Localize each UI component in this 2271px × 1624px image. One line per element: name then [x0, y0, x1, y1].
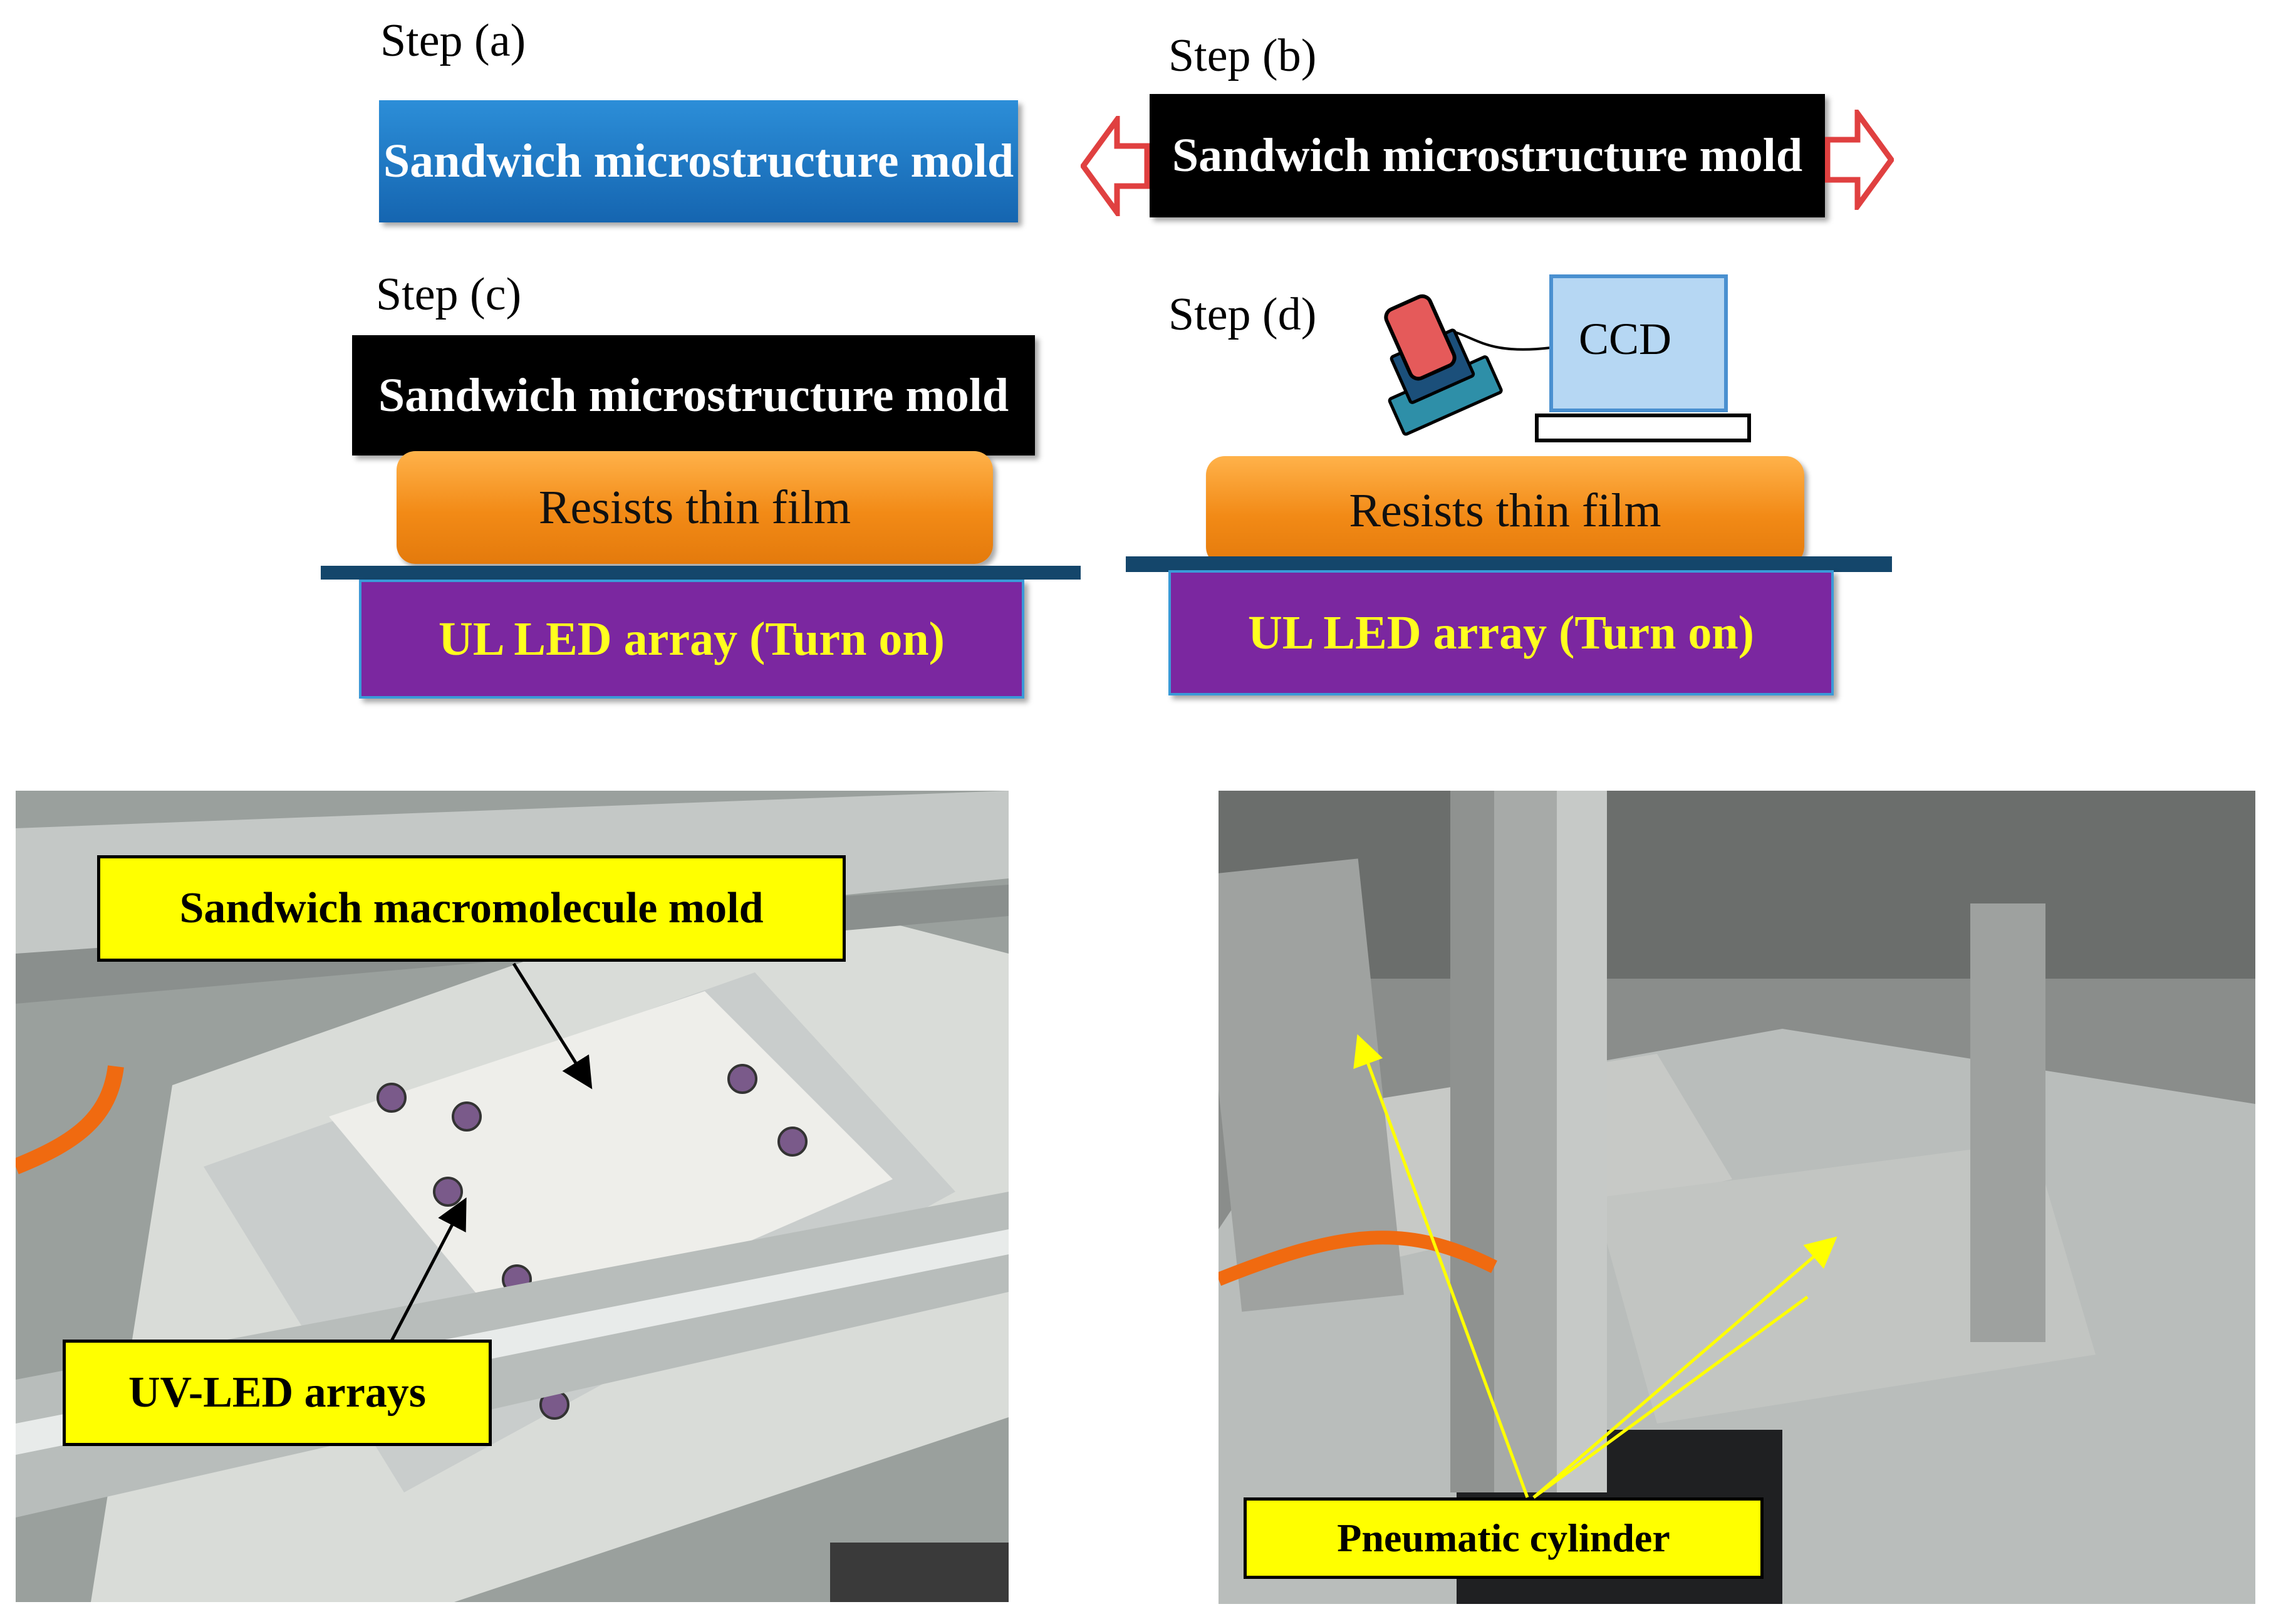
step-c-led-array: UL LED array (Turn on) — [359, 580, 1024, 699]
arrow-left-icon — [1081, 116, 1150, 216]
step-d-substrate — [1126, 556, 1892, 572]
camera-cable — [1454, 331, 1551, 351]
step-c-resist-film: Resists thin film — [397, 451, 993, 564]
callout-uv-led-arrays: UV-LED arrays — [63, 1340, 492, 1446]
callout-pneumatic-cylinder: Pneumatic cylinder — [1244, 1497, 1764, 1579]
step-b-label: Step (b) — [1168, 30, 1317, 81]
step-c-mold: Sandwich microstructure mold — [352, 335, 1035, 455]
step-c-substrate — [321, 566, 1081, 580]
step-d-resist-film: Resists thin film — [1206, 456, 1804, 566]
ccd-monitor — [1549, 274, 1728, 412]
ccd-label: CCD — [1579, 314, 1672, 364]
pointer-arrows-left — [390, 962, 593, 1342]
step-a-label: Step (a) — [380, 15, 526, 66]
pointer-arrows-right — [1353, 1034, 1837, 1499]
step-b-mold: Sandwich microstructure mold — [1150, 94, 1825, 217]
ccd-base — [1535, 414, 1751, 442]
step-c-label: Step (c) — [376, 269, 522, 320]
step-d-led-array: UL LED array (Turn on) — [1168, 570, 1834, 695]
step-d-label: Step (d) — [1168, 289, 1317, 340]
step-a-mold: Sandwich microstructure mold — [379, 100, 1018, 222]
camera-icon — [1384, 294, 1503, 436]
callout-sandwich-mold: Sandwich macromolecule mold — [97, 855, 846, 962]
arrow-right-icon — [1825, 110, 1894, 210]
